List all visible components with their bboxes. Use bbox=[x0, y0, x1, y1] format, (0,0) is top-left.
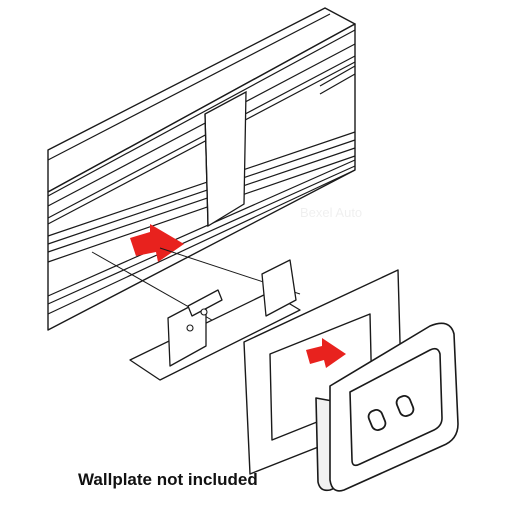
caption-text: Wallplate not included bbox=[78, 470, 258, 489]
bracket-screws bbox=[186, 308, 208, 332]
trunking-joint-strip bbox=[204, 90, 247, 228]
watermark-text: Bexel Auto bbox=[300, 205, 363, 220]
trunking-front-face bbox=[47, 23, 356, 331]
arrow-right-icon bbox=[130, 224, 184, 262]
trunking-grooves bbox=[47, 13, 356, 315]
trunking-end bbox=[319, 65, 356, 95]
arrow-right-icon bbox=[306, 338, 346, 368]
mounting-bracket bbox=[129, 259, 301, 381]
trunking-duct bbox=[47, 7, 356, 331]
wallplate bbox=[315, 322, 459, 492]
socket-holes bbox=[367, 395, 415, 431]
